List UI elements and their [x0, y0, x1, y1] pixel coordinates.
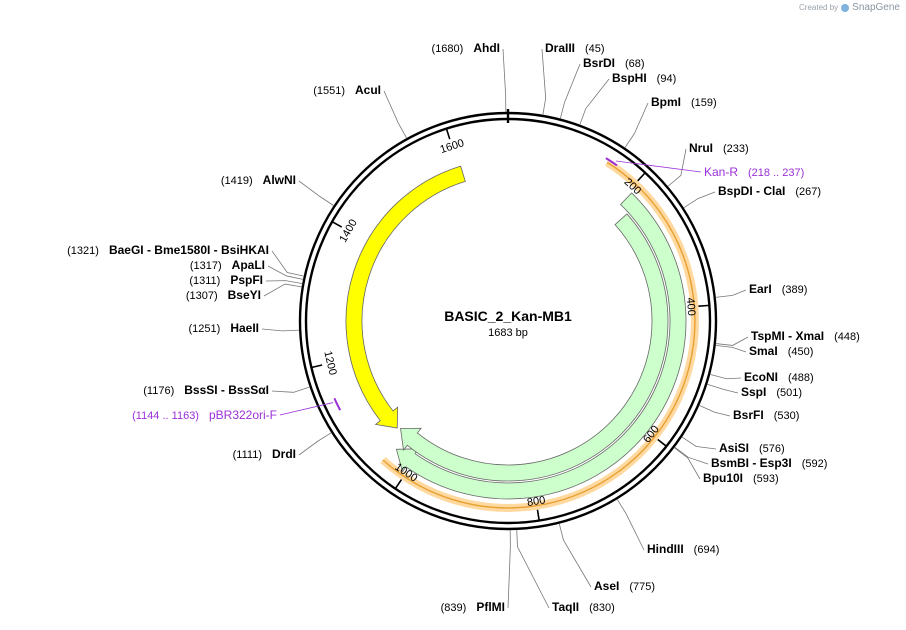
tick-label: 1600: [439, 137, 466, 156]
tick-mark: [637, 172, 646, 182]
restriction-site-label[interactable]: BspHI(94): [612, 71, 676, 85]
restriction-site-label[interactable]: (839)PflMI: [441, 600, 505, 614]
site-leader-line: [715, 336, 749, 346]
restriction-site-label[interactable]: EarI(389): [749, 282, 807, 296]
restriction-site-label[interactable]: (1176)BssSI - BssSαI: [143, 383, 269, 397]
restriction-site-label[interactable]: TaqII(830): [552, 600, 615, 614]
restriction-site-label[interactable]: TspMI - XmaI(448): [751, 329, 860, 343]
snapgene-branding: Created by SnapGene: [799, 2, 900, 13]
tick-label: 1200: [321, 350, 338, 377]
restriction-site-label[interactable]: (1317)ApaLI: [190, 258, 265, 272]
site-leader-line: [541, 48, 547, 115]
restriction-site-label[interactable]: (1321)BaeGI - Bme1580I - BsiHKAI: [67, 243, 269, 257]
site-leader-line: [559, 63, 581, 119]
restriction-site-label[interactable]: (1111)DrdI: [233, 447, 296, 461]
site-leader-line: [674, 446, 709, 465]
restriction-site-label[interactable]: NruI(233): [689, 141, 749, 155]
site-leader-line: [267, 265, 304, 280]
restriction-site-label[interactable]: BspDI - ClaI(267): [718, 184, 821, 198]
site-leader-line: [715, 289, 747, 298]
restriction-site-label[interactable]: (1419)AlwNI: [221, 173, 296, 187]
restriction-site-label[interactable]: BsrFI(530): [733, 408, 799, 422]
primer-leader-line: [615, 160, 702, 173]
tick-mark: [394, 479, 403, 490]
restriction-site-label[interactable]: EcoNI(488): [744, 370, 814, 384]
site-leader-line: [667, 148, 687, 187]
selection-outline: [382, 161, 696, 509]
backbone: [298, 109, 718, 531]
site-leader-line: [715, 344, 747, 353]
site-leader-line: [502, 48, 507, 113]
restriction-site-label[interactable]: DraIII(45): [545, 41, 605, 55]
tick-mark: [536, 509, 540, 521]
snapgene-logo-icon: [841, 3, 850, 12]
kan-r-primer-mark: [605, 157, 618, 167]
plasmid-size: 1683 bp: [488, 327, 528, 339]
site-leader-line: [271, 250, 304, 277]
restriction-site-label[interactable]: (1680)AhdI: [432, 41, 500, 55]
tick-mark: [445, 128, 451, 140]
restriction-site-label[interactable]: (1551)AcuI: [313, 83, 381, 97]
kanr-feature-inner-arrow[interactable]: [400, 213, 669, 482]
tick-label: 1400: [337, 217, 360, 244]
site-leader-line: [707, 383, 739, 394]
site-leader-line: [674, 447, 701, 480]
site-leader-line: [263, 283, 302, 297]
site-leader-line: [683, 191, 716, 209]
restriction-site-label[interactable]: BsrDI(68): [583, 56, 645, 70]
site-leader-line: [516, 529, 550, 609]
restriction-site-label[interactable]: SmaI(450): [749, 344, 813, 358]
restriction-site-label[interactable]: BsmBI - Esp3I(592): [711, 456, 827, 470]
pbr322ori-f-primer-mark: [333, 397, 342, 411]
restriction-site-label[interactable]: (1311)PspFI: [189, 273, 263, 287]
restriction-site-label[interactable]: AsiSI(576): [719, 441, 785, 455]
tick-mark: [657, 438, 667, 447]
tick-mark: [698, 304, 710, 308]
tick-mark: [331, 220, 343, 228]
ori-feature-arrow[interactable]: [345, 165, 466, 429]
plasmid-name: BASIC_2_Kan-MB1: [444, 308, 572, 324]
tick-label: 800: [526, 494, 546, 509]
site-leader-line: [265, 280, 303, 285]
tick-label: 400: [684, 297, 697, 316]
restriction-site-label[interactable]: (1251)HaeII: [189, 321, 259, 335]
restriction-site-label[interactable]: (1307)BseYI: [186, 288, 261, 302]
site-leader-line: [298, 432, 332, 456]
restriction-site-label[interactable]: Bpu10I(593): [703, 471, 779, 485]
site-leader-line: [624, 102, 649, 148]
primer-leader-line: [279, 402, 334, 416]
tick-mark: [311, 364, 323, 369]
feature-layer: [333, 157, 699, 512]
restriction-site-label[interactable]: BpmI(159): [651, 95, 717, 109]
site-leader-line: [681, 436, 717, 450]
site-leader-line: [579, 78, 610, 125]
site-leader-line: [558, 523, 592, 588]
site-leader-line: [616, 498, 645, 551]
created-by-label: Created by: [799, 3, 839, 12]
kanr-feature-outer-arrow[interactable]: [395, 192, 687, 500]
snapgene-brand-label: SnapGene: [852, 2, 900, 13]
restriction-site-label[interactable]: AseI(775): [594, 579, 655, 593]
site-leader-line: [261, 328, 300, 332]
primer-label[interactable]: (1144 .. 1163)pBR322ori-F: [132, 408, 277, 422]
restriction-site-label[interactable]: SspI(501): [741, 385, 802, 399]
site-leader-line: [271, 386, 310, 393]
primer-label[interactable]: Kan-R(218 .. 237): [704, 165, 804, 179]
site-leader-line: [383, 90, 408, 139]
site-leader-line: [709, 374, 742, 380]
site-layer: (1680)AhdI DraIII(45)BsrDI(68)BspHI(94) Bp…: [67, 41, 860, 614]
site-leader-line: [298, 180, 334, 206]
site-leader-line: [699, 404, 731, 417]
restriction-site-label[interactable]: HindIII(694): [647, 542, 719, 556]
site-leader-line: [507, 529, 511, 609]
